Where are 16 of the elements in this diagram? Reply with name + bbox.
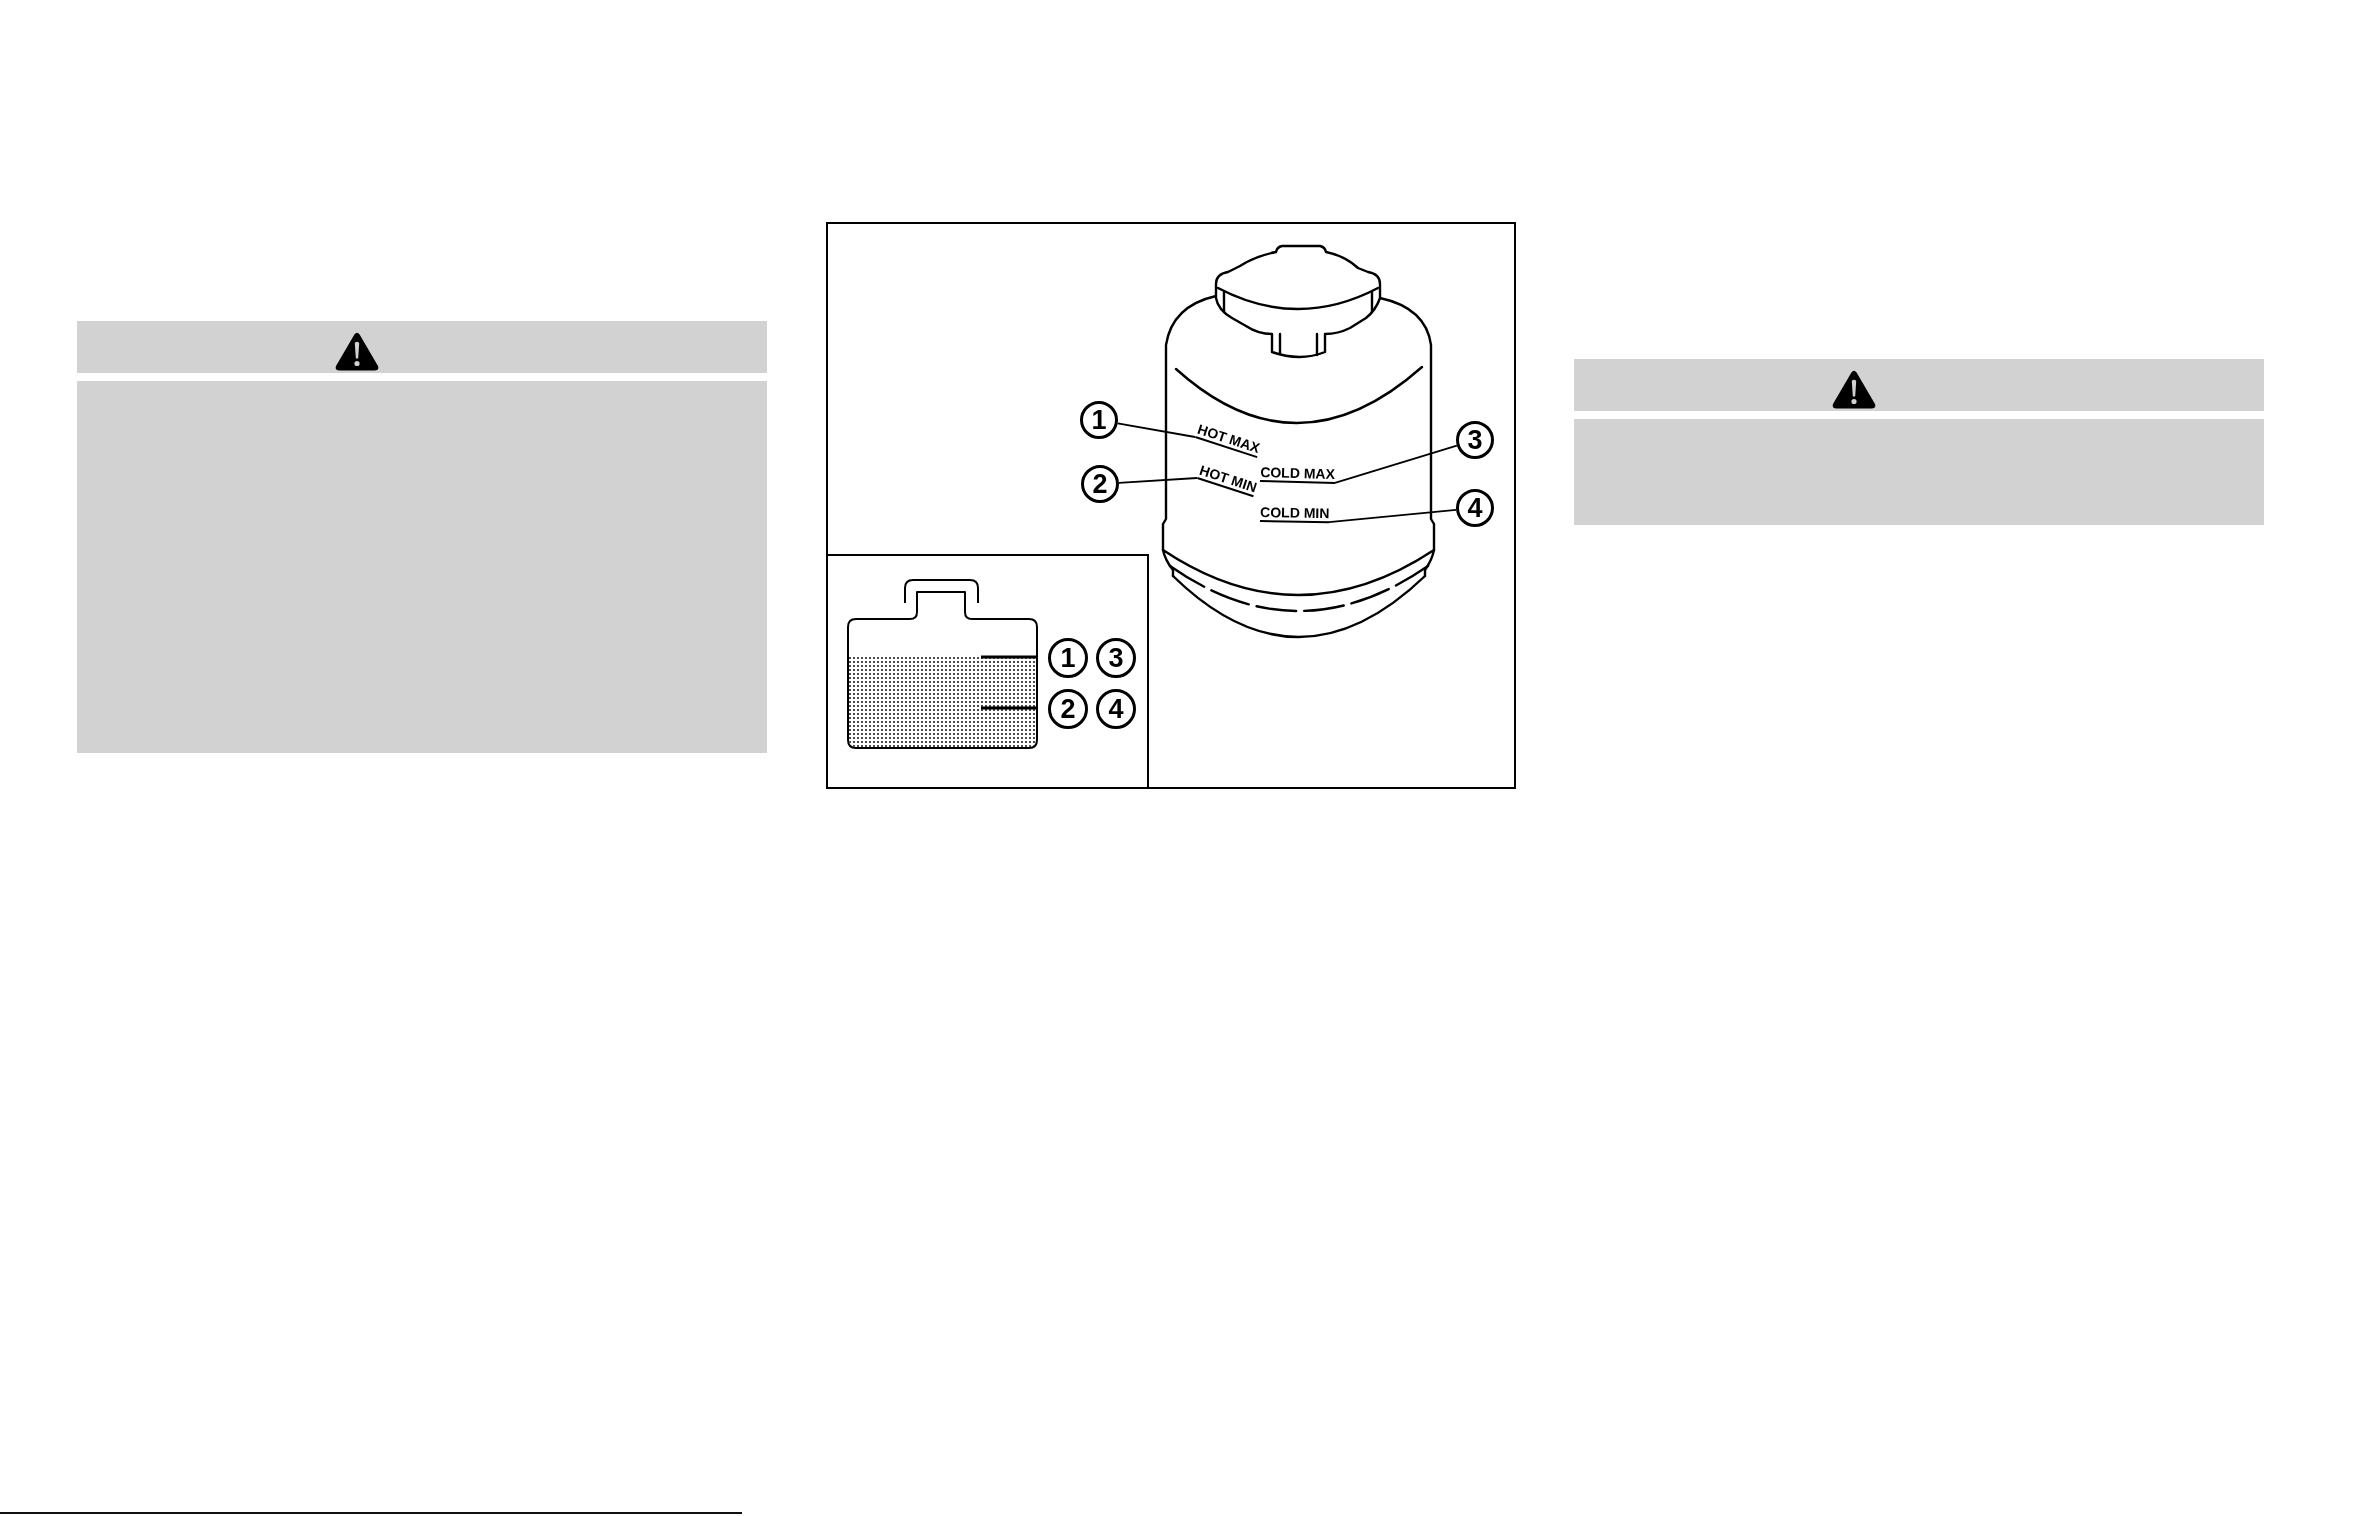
leader-line (1116, 422, 1196, 438)
callout-number: 4 (1096, 689, 1136, 729)
callout-number: 2 (1081, 465, 1119, 503)
leader-line (1328, 508, 1457, 524)
leader-line (1334, 444, 1458, 484)
callout-number: 3 (1096, 638, 1136, 678)
level-mark: COLD MAX (1260, 464, 1336, 484)
callout-number: 1 (1080, 401, 1118, 439)
callout-number: 4 (1456, 489, 1494, 527)
level-mark: HOT MIN (1197, 461, 1259, 498)
callout-number: 1 (1048, 638, 1088, 678)
callout-number: 2 (1048, 689, 1088, 729)
callout-number: 3 (1456, 421, 1494, 459)
level-mark: COLD MIN (1260, 504, 1330, 524)
level-mark: HOT MAX (1195, 420, 1262, 458)
leader-line (1118, 477, 1198, 484)
